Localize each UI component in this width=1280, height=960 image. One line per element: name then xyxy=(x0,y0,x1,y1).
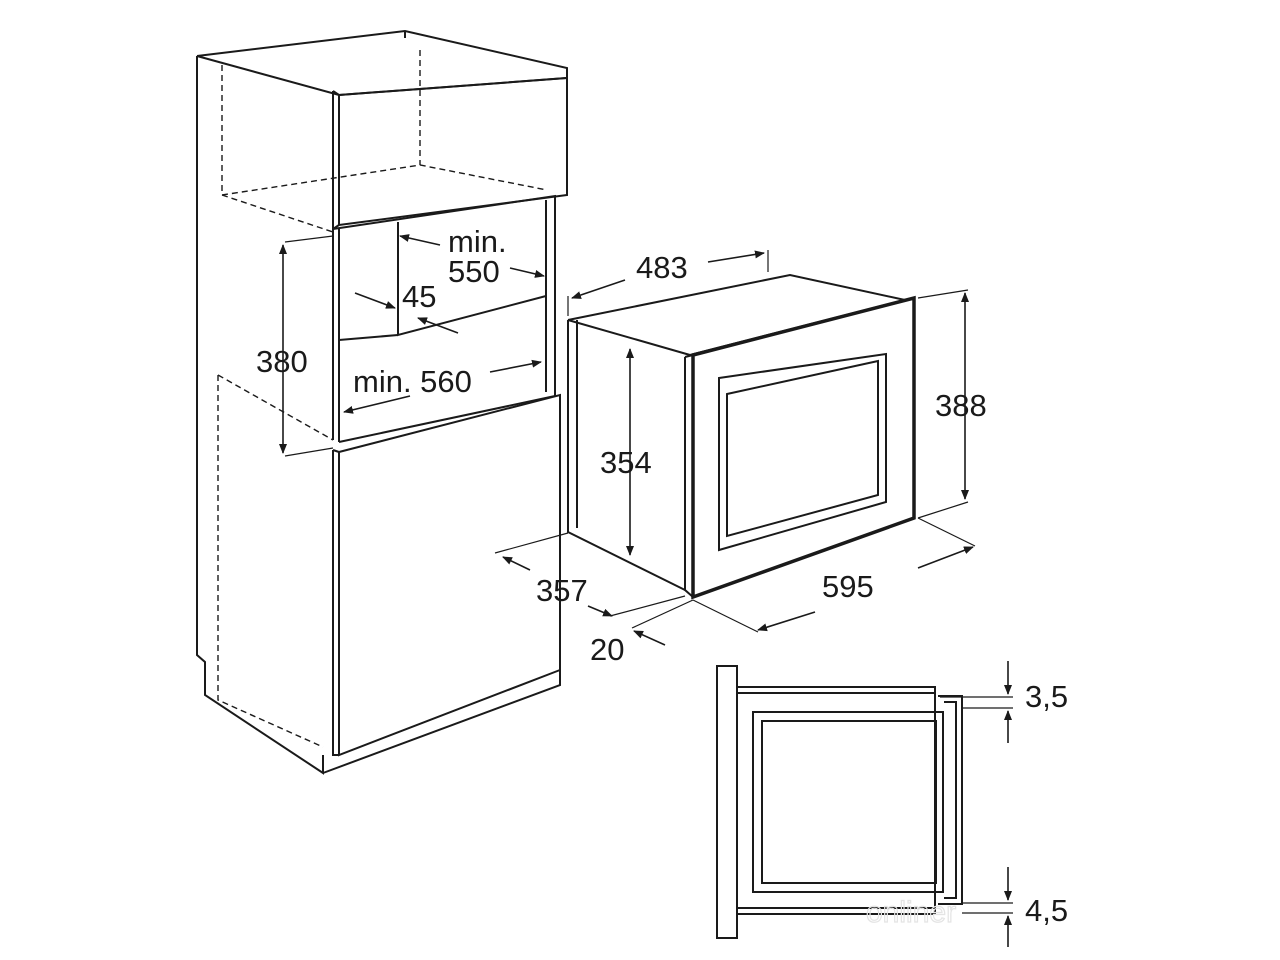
frame-depth-label: 20 xyxy=(590,632,624,667)
section-detail xyxy=(716,665,963,939)
oven-window-outer xyxy=(718,352,887,552)
top-clearance-label: 3,5 xyxy=(1025,679,1068,714)
cabinet-plinth xyxy=(322,670,561,774)
built-in-oven xyxy=(567,273,916,600)
oven-front-panel xyxy=(691,295,916,600)
niche-dimensions: min. 550 45 380 min. 560 xyxy=(256,224,545,457)
lower-door xyxy=(338,393,561,757)
upper-drawer-front xyxy=(338,76,568,227)
bottom-clearance-label: 4,5 xyxy=(1025,893,1068,928)
clearance-dimensions: 3,5 4,5 xyxy=(940,661,1068,947)
oven-window-inner xyxy=(726,359,879,538)
watermark: onliner xyxy=(866,896,956,929)
vent-gap-label: 45 xyxy=(402,279,436,314)
body-depth-label: 357 xyxy=(536,573,588,608)
niche-width-label: min. 560 xyxy=(353,364,472,399)
oven-dimensions: 483 388 354 357 20 595 xyxy=(494,250,987,667)
cabinet-top xyxy=(196,29,568,97)
cabinet-side-panel xyxy=(196,56,324,775)
kitchen-cabinet xyxy=(196,29,568,775)
niche-height-label: 380 xyxy=(256,344,308,379)
trim-width-label: 483 xyxy=(636,250,688,285)
body-height-label: 354 xyxy=(600,445,652,480)
oven-niche xyxy=(332,194,556,443)
trim-height-label: 388 xyxy=(935,388,987,423)
front-width-label: 595 xyxy=(822,569,874,604)
niche-depth-label-bottom: 550 xyxy=(448,254,500,289)
niche-depth-label-top: min. xyxy=(448,224,507,259)
